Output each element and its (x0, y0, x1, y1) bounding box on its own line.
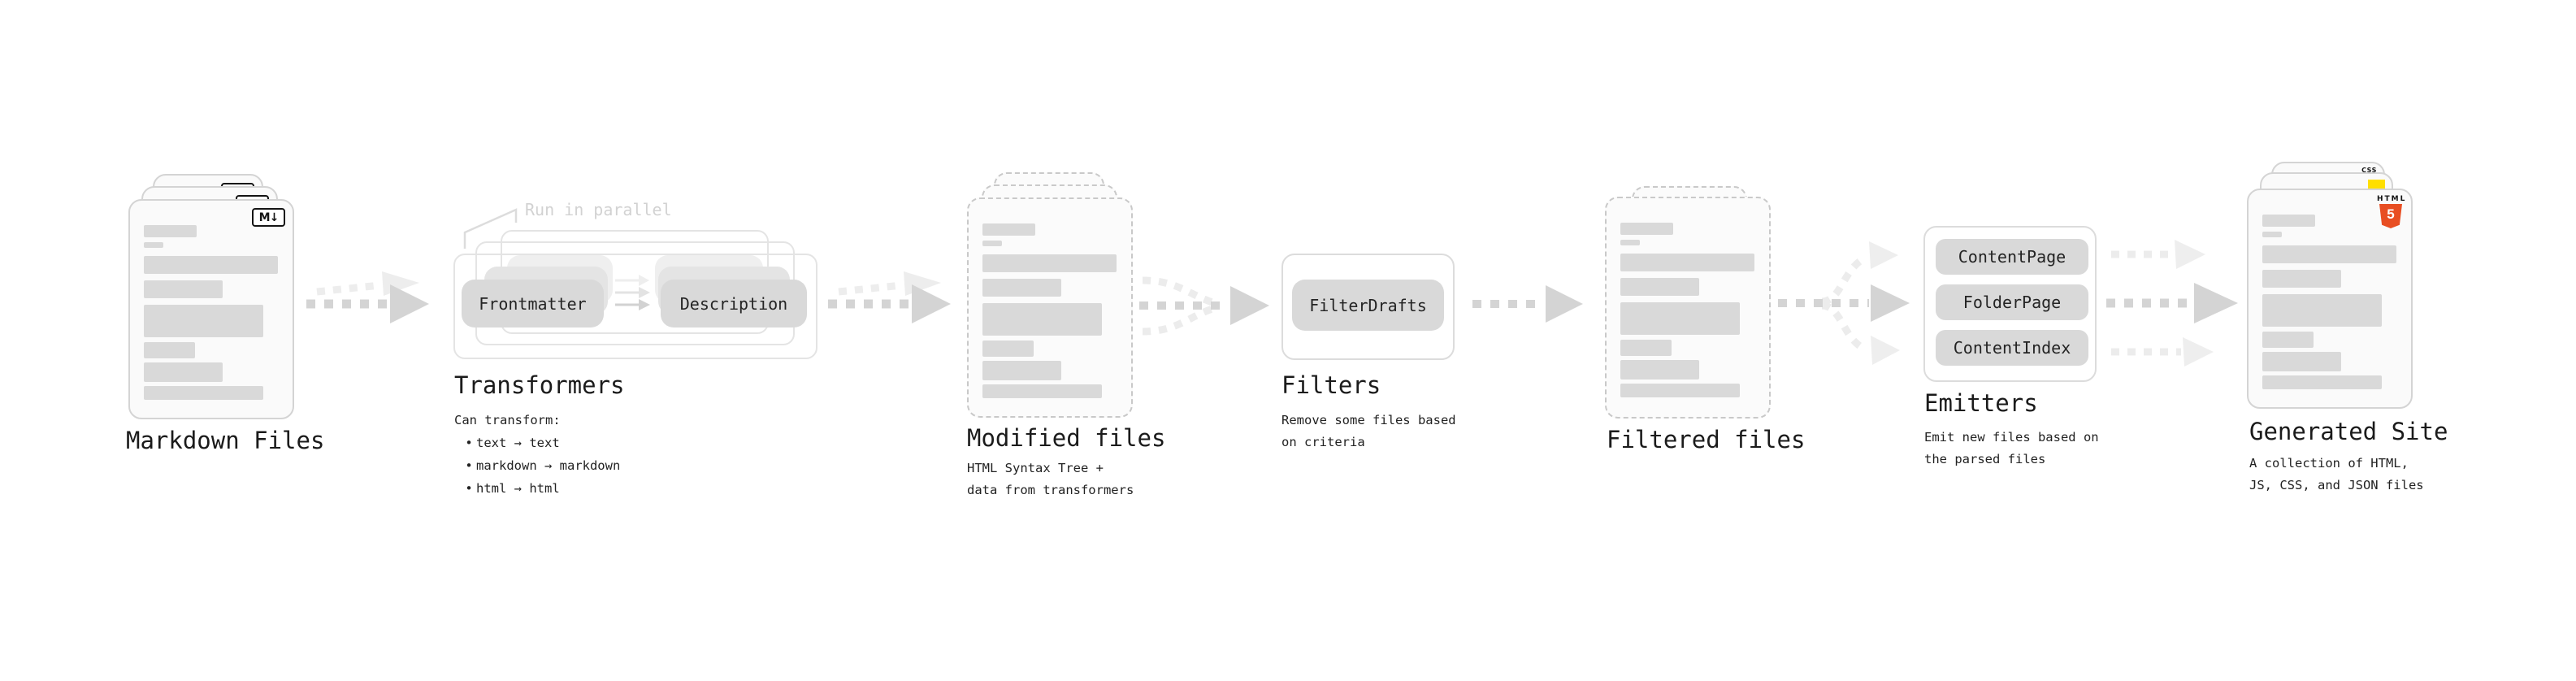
markdown-file-card-front: M↓ (128, 199, 294, 419)
stage-label-markdown-files: Markdown Files (126, 427, 325, 454)
generated-site-subtitle: A collection of HTML, JS, CSS, and JSON … (2249, 456, 2424, 492)
stage-label-filtered-files: Filtered files (1607, 426, 1806, 453)
frontmatter-node: Frontmatter (462, 280, 604, 327)
run-in-parallel-callout: Run in parallel (525, 200, 672, 219)
stage-label-modified-files: Modified files (967, 424, 1166, 452)
arrow-modified-to-filters-merge (1139, 276, 1269, 336)
transformers-description-title: Can transform: (454, 413, 561, 427)
html5-icon: HTML 5 (2377, 195, 2405, 228)
bullet-item: • text → text (465, 436, 560, 450)
bullet-item: • html → html (465, 481, 560, 496)
modified-files-subtitle: HTML Syntax Tree + data from transformer… (967, 461, 1134, 497)
emitters-subtitle: Emit new files based on the parsed files (1924, 430, 2099, 466)
transformers-bullet-list: • text → text • markdown → markdown • ht… (462, 432, 620, 500)
js-icon (2368, 180, 2385, 189)
filterdrafts-node: FilterDrafts (1292, 280, 1444, 331)
modified-file-card-front (967, 197, 1133, 418)
filters-subtitle: Remove some files based on criteria (1281, 413, 1456, 449)
filtered-file-card-front (1605, 197, 1771, 419)
folderpage-node: FolderPage (1936, 284, 2088, 320)
html5-shield: 5 (2379, 204, 2402, 228)
bullet-item: • markdown → markdown (465, 458, 621, 473)
stage-label-generated-site: Generated Site (2249, 418, 2448, 445)
transformers-layer-front (453, 254, 817, 359)
arrow-filtered-to-emitters-fanout (1778, 241, 1910, 365)
stage-label-emitters: Emitters (1924, 389, 2038, 417)
emitters-box: ContentPage FolderPage ContentIndex (1923, 226, 2097, 382)
markdown-icon: M↓ (252, 208, 285, 227)
arrow-transformers-to-modified (828, 271, 951, 323)
stage-label-filters: Filters (1281, 371, 1381, 399)
stage-label-transformers: Transformers (454, 371, 625, 399)
contentpage-node: ContentPage (1936, 239, 2088, 275)
contentindex-node: ContentIndex (1936, 330, 2088, 366)
description-node: Description (661, 280, 807, 327)
arrow-markdown-to-transformers (306, 271, 429, 323)
generated-file-card-front: HTML 5 (2247, 189, 2413, 409)
arrow-filters-to-filtered (1472, 285, 1583, 323)
arrow-emitters-to-generated (2106, 240, 2238, 367)
